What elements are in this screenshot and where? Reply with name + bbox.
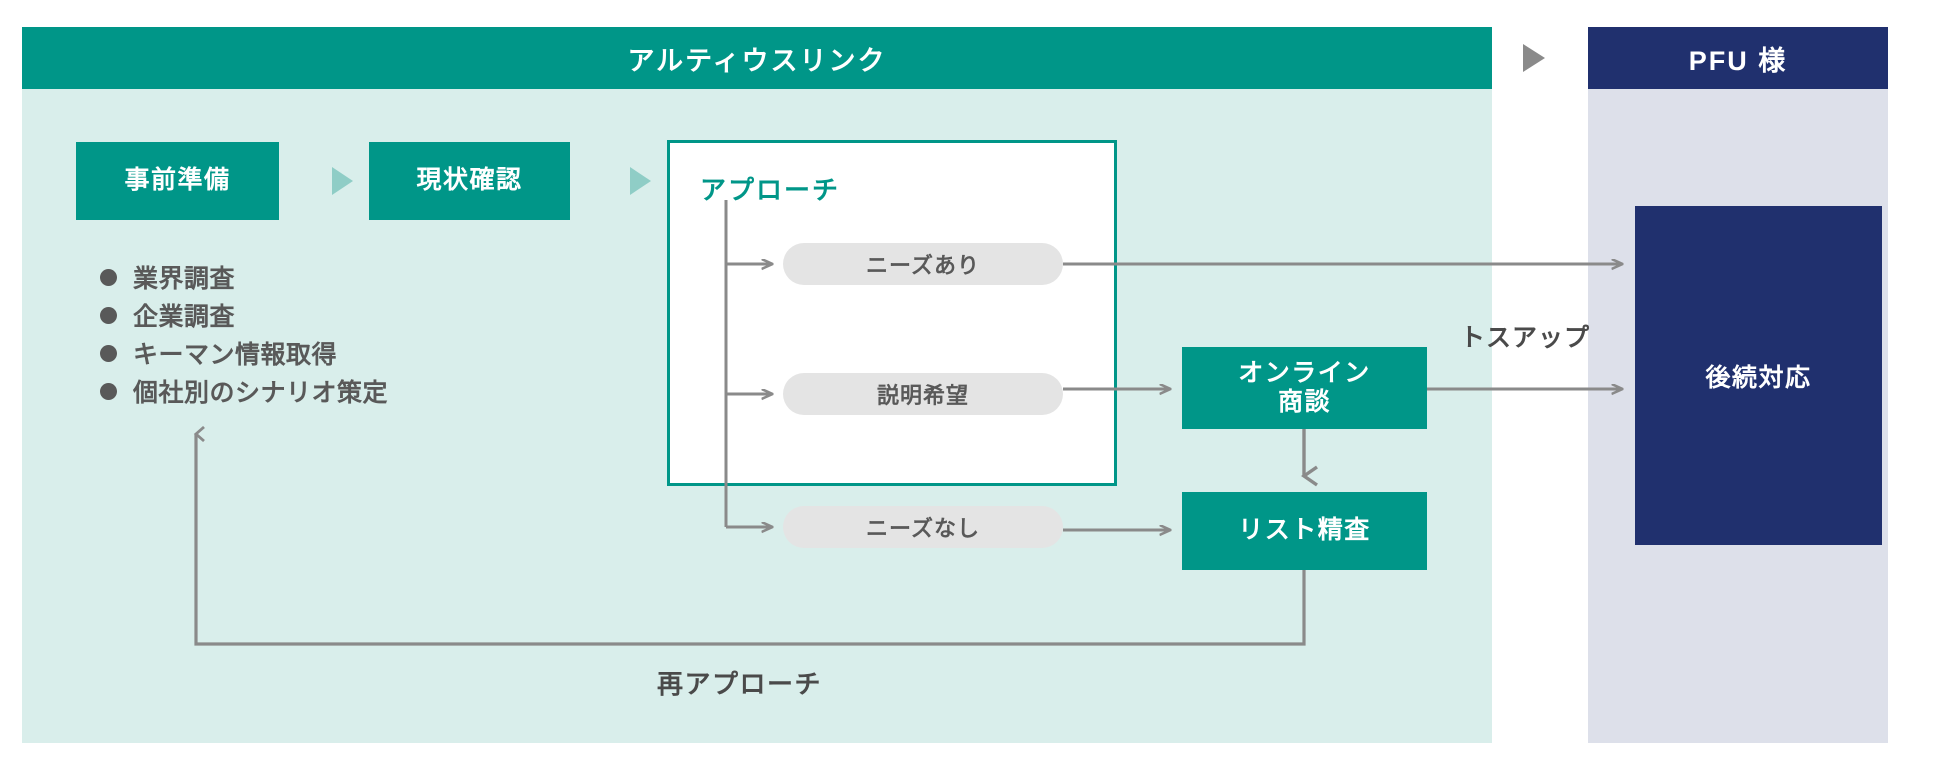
- step-box-current-status[interactable]: 現状確認: [369, 142, 570, 220]
- triangle-right-icon-1: [332, 167, 353, 195]
- list-item: 企業調査: [100, 296, 530, 334]
- list-item-label: 企業調査: [133, 303, 236, 331]
- bullet-dot-icon: [100, 306, 117, 324]
- bullet-dot-icon: [100, 268, 117, 286]
- list-item: 業界調査: [100, 258, 530, 296]
- action-box-online-meeting[interactable]: オンライン 商談: [1182, 347, 1427, 429]
- list-item: 個社別のシナリオ策定: [100, 372, 530, 410]
- preparation-bullet-list: 業界調査 企業調査 キーマン情報取得 個社別のシナリオ策定: [100, 258, 530, 410]
- bullet-dot-icon: [100, 382, 117, 400]
- approach-card-title: アプローチ: [700, 175, 841, 205]
- action-box-list-refinement[interactable]: リスト精査: [1182, 492, 1427, 570]
- list-item-label: 業界調査: [133, 265, 236, 293]
- triangle-right-icon-2: [630, 167, 651, 195]
- list-item: キーマン情報取得: [100, 334, 530, 372]
- followup-box[interactable]: 後続対応: [1635, 206, 1882, 545]
- list-item-label: 個社別のシナリオ策定: [133, 379, 389, 407]
- list-item-label: キーマン情報取得: [133, 341, 338, 369]
- outcome-pill-needs-yes[interactable]: ニーズあり: [783, 243, 1063, 285]
- action-box-online-meeting-label: オンライン 商談: [1238, 358, 1371, 417]
- outcome-pill-needs-no[interactable]: ニーズなし: [783, 506, 1063, 548]
- outcome-pill-wants-explanation[interactable]: 説明希望: [783, 373, 1063, 415]
- triangle-right-gray-icon: [1523, 44, 1545, 72]
- handoff-label: トスアップ: [1460, 324, 1591, 352]
- approach-card: [667, 140, 1117, 486]
- reapproach-label: 再アプローチ: [657, 669, 823, 699]
- pfu-panel-header: PFU 様: [1588, 27, 1888, 89]
- bullet-dot-icon: [100, 344, 117, 362]
- altius-panel-header: アルティウスリンク: [22, 27, 1492, 89]
- step-box-preparation[interactable]: 事前準備: [76, 142, 279, 220]
